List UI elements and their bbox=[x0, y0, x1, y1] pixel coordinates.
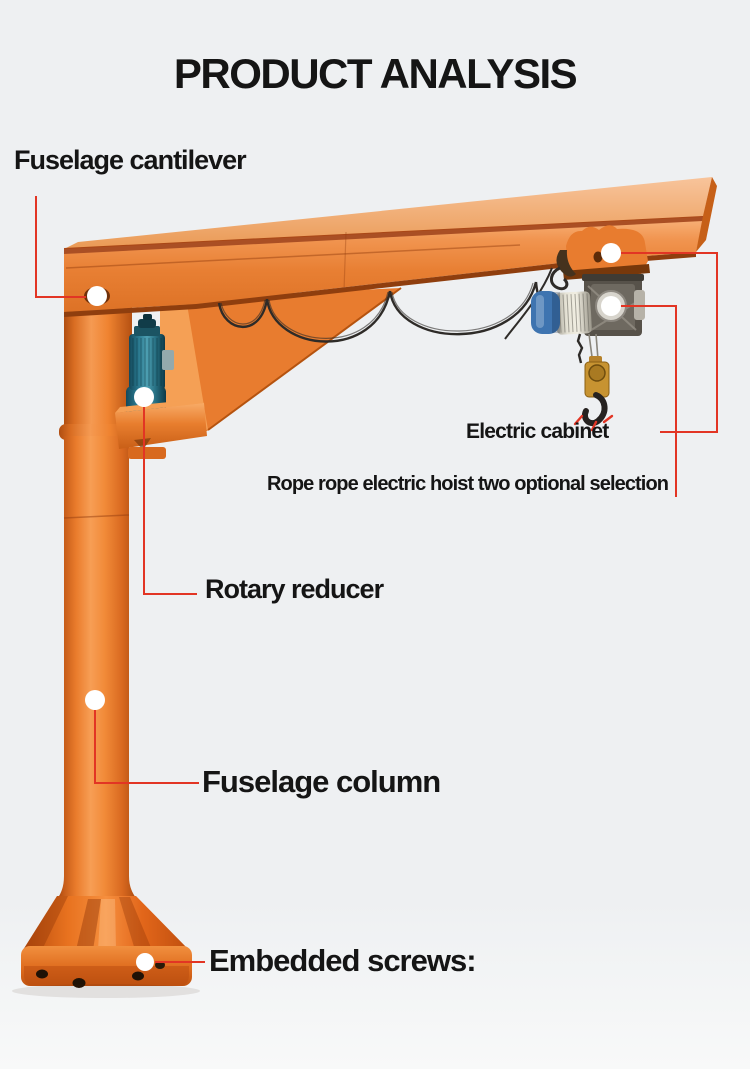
hotspot-column bbox=[85, 690, 105, 710]
hook-block bbox=[582, 356, 610, 427]
arm-front-face bbox=[64, 221, 703, 312]
motor-junction-box bbox=[162, 350, 174, 370]
leader-electric-cabinet bbox=[620, 252, 718, 433]
hoist-motor bbox=[531, 291, 560, 334]
festoon-cables bbox=[217, 281, 552, 343]
fuselage-column bbox=[57, 293, 137, 899]
arm-end-face bbox=[696, 177, 717, 252]
label-hoist-option-note: Rope rope electric hoist two optional se… bbox=[267, 473, 669, 495]
hook-icon bbox=[582, 392, 608, 427]
hotspot-embedded-screws bbox=[136, 953, 154, 971]
hotspot-rotary-reducer bbox=[134, 387, 154, 407]
hotspot-electric-cabinet bbox=[601, 243, 621, 263]
power-cable bbox=[504, 267, 553, 340]
hotspot-cantilever bbox=[87, 286, 107, 306]
base-cone bbox=[23, 896, 189, 950]
leader-lines bbox=[35, 196, 718, 963]
electric-hoist bbox=[504, 267, 645, 432]
base-assembly bbox=[12, 896, 200, 998]
label-embedded-screws: Embedded screws: bbox=[209, 943, 477, 978]
leader-fuselage-column bbox=[94, 710, 199, 784]
trolley-wheel bbox=[556, 250, 576, 277]
anchor-bolts bbox=[36, 961, 165, 988]
hotspot-dots bbox=[85, 243, 621, 971]
leader-rotary-reducer bbox=[143, 407, 197, 595]
page-title: PRODUCT ANALYSIS bbox=[173, 50, 578, 98]
hotspot-hoist bbox=[601, 296, 621, 316]
leader-hoist-note bbox=[620, 305, 677, 497]
hoist-chain bbox=[576, 333, 584, 364]
label-electric-cabinet: Electric cabinet bbox=[466, 420, 609, 443]
arm-bottom-edge bbox=[64, 252, 696, 317]
ground-shadow bbox=[12, 984, 200, 998]
leader-fuselage-cantilever bbox=[35, 196, 86, 298]
label-fuselage-cantilever: Fuselage cantilever bbox=[14, 145, 247, 175]
support-gusset bbox=[160, 287, 402, 431]
arm-top-face bbox=[64, 177, 712, 249]
hoist-drum bbox=[555, 291, 592, 335]
label-rotary-reducer: Rotary reducer bbox=[205, 574, 384, 604]
cantilever-arm bbox=[64, 177, 717, 317]
label-fuselage-column: Fuselage column bbox=[202, 764, 441, 799]
hook-ticks bbox=[573, 414, 614, 432]
rotary-support-bracket bbox=[115, 399, 207, 459]
